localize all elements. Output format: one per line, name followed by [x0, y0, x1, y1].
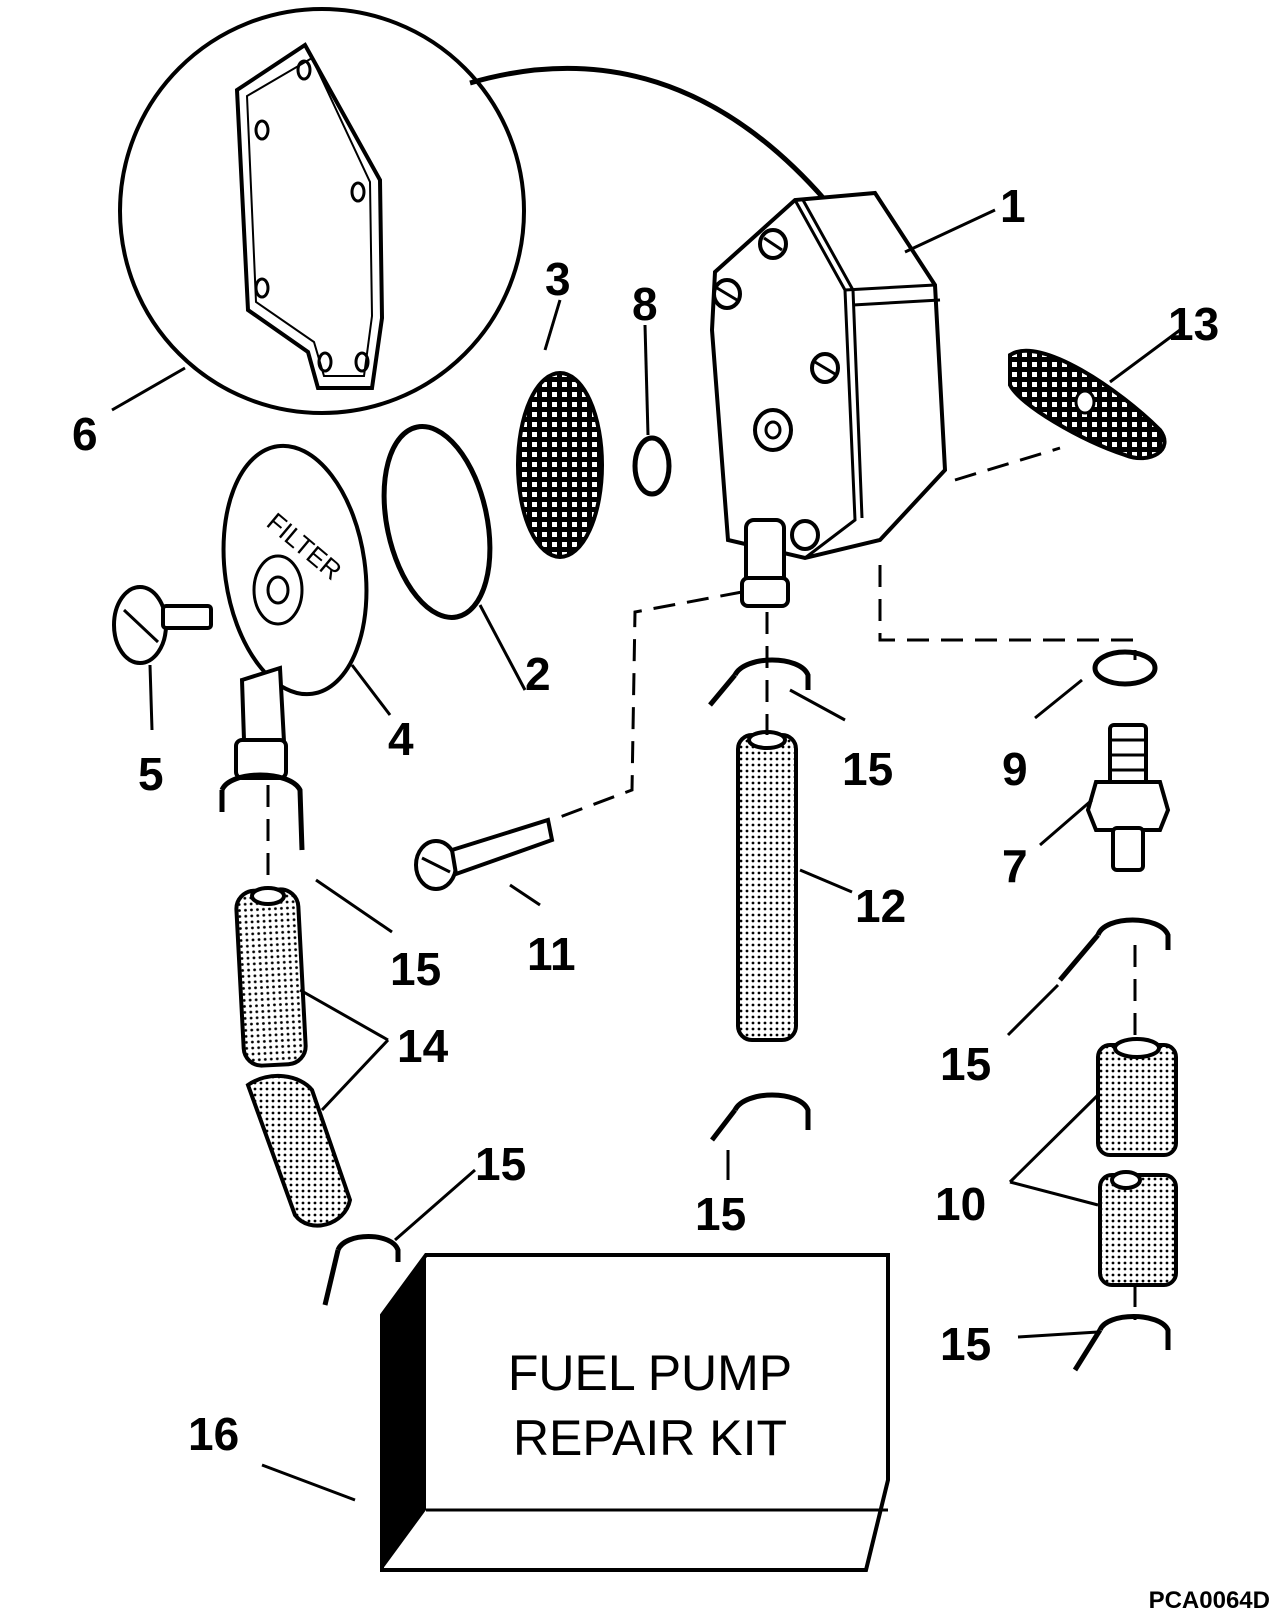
callout-1: 1	[1000, 180, 1026, 232]
callout-3: 3	[545, 253, 571, 305]
callout-2: 2	[525, 648, 551, 700]
callout-15-middle: 15	[695, 1188, 746, 1240]
callout-labels: 1 2 3 4 5 6 7 8 9 10 11 12 13 14 15 15 1…	[72, 180, 1219, 1460]
fuel-pump-body	[709, 190, 948, 608]
callout-7: 7	[1002, 840, 1028, 892]
gasket-detail	[118, 7, 827, 415]
filter-cover: FILTER	[221, 443, 369, 780]
callout-9: 9	[1002, 743, 1028, 795]
callout-6: 6	[72, 408, 98, 460]
callout-12: 12	[855, 880, 906, 932]
inline-filters	[1096, 1037, 1178, 1287]
callout-13: 13	[1168, 298, 1219, 350]
callout-4: 4	[388, 713, 414, 765]
callout-15-right: 15	[940, 1038, 991, 1090]
thumb-screw	[112, 585, 213, 665]
alignment-lines	[266, 446, 1137, 1320]
callout-15-lower-left: 15	[475, 1138, 526, 1190]
callout-15-bottom-right: 15	[940, 1318, 991, 1370]
kit-label-line1: FUEL PUMP	[508, 1345, 792, 1401]
small-o-ring	[632, 435, 672, 497]
long-fuel-hose	[736, 733, 798, 1042]
large-o-ring	[381, 424, 493, 620]
mounting-screw	[414, 817, 555, 891]
leader-lines	[111, 208, 1181, 1502]
hose-fitting	[1085, 723, 1171, 872]
callout-5: 5	[138, 748, 164, 800]
filter-hoses	[234, 886, 353, 1228]
filter-screen	[516, 371, 604, 559]
fitting-o-ring	[1092, 649, 1158, 687]
callout-11: 11	[527, 928, 576, 980]
gasket	[234, 42, 385, 390]
callout-10: 10	[935, 1178, 986, 1230]
detail-leader-arc	[469, 65, 827, 202]
callout-15-top: 15	[842, 743, 893, 795]
callout-8: 8	[632, 278, 658, 330]
callout-16: 16	[188, 1408, 239, 1460]
hose-clamps	[219, 657, 1171, 1372]
kit-label-line2: REPAIR KIT	[513, 1410, 787, 1466]
callout-15-left: 15	[390, 943, 441, 995]
callout-14: 14	[397, 1020, 449, 1072]
figure-code: PCA0064D	[1149, 1587, 1270, 1614]
repair-kit-box: FUEL PUMP REPAIR KIT	[380, 1253, 890, 1572]
pump-mounting-gasket	[1008, 348, 1167, 461]
